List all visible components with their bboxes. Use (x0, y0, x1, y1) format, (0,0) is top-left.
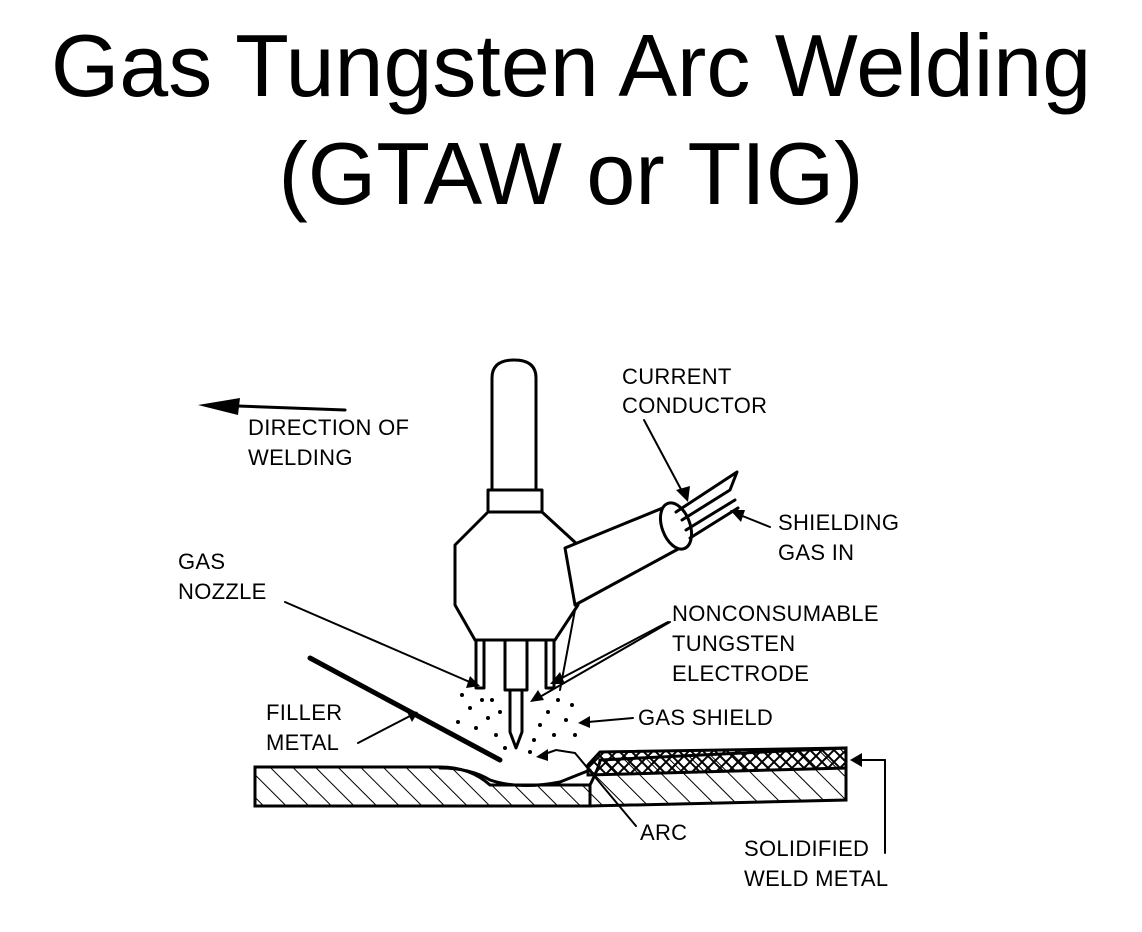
label-filler-2: METAL (266, 730, 339, 755)
label-shielding-2: GAS IN (778, 540, 854, 565)
tungsten-electrode (503, 638, 529, 750)
label-weld-metal-2: WELD METAL (744, 866, 888, 891)
weld-pool (438, 766, 592, 788)
label-direction-2: WELDING (248, 445, 353, 470)
filler-rod (307, 655, 503, 763)
weld-bead (586, 746, 848, 777)
label-nozzle-1: GAS (178, 549, 225, 574)
label-electrode-2: TUNGSTEN (672, 631, 795, 656)
label-direction-1: DIRECTION OF (248, 415, 409, 440)
label-gas-shield: GAS SHIELD (638, 705, 773, 730)
title-line-1: Gas Tungsten Arc Welding (50, 16, 1092, 115)
torch-cable (563, 470, 740, 607)
label-nozzle-2: NOZZLE (178, 579, 267, 604)
direction-arrow (198, 398, 347, 415)
label-filler-1: FILLER (266, 700, 342, 725)
torch-body (453, 510, 580, 642)
gas-nozzle (474, 609, 576, 691)
torch-handle (486, 358, 544, 514)
label-electrode-3: ELECTRODE (672, 661, 809, 686)
label-shielding-1: SHIELDING (778, 510, 899, 535)
label-current-1: CURRENT (622, 364, 732, 389)
label-electrode-1: NONCONSUMABLE (672, 601, 879, 626)
leader-lines (284, 419, 886, 854)
label-current-2: CONDUCTOR (622, 393, 767, 418)
label-arc: ARC (640, 820, 687, 845)
label-weld-metal-1: SOLIDIFIED (744, 836, 869, 861)
title-line-2: (GTAW or TIG) (278, 124, 864, 223)
